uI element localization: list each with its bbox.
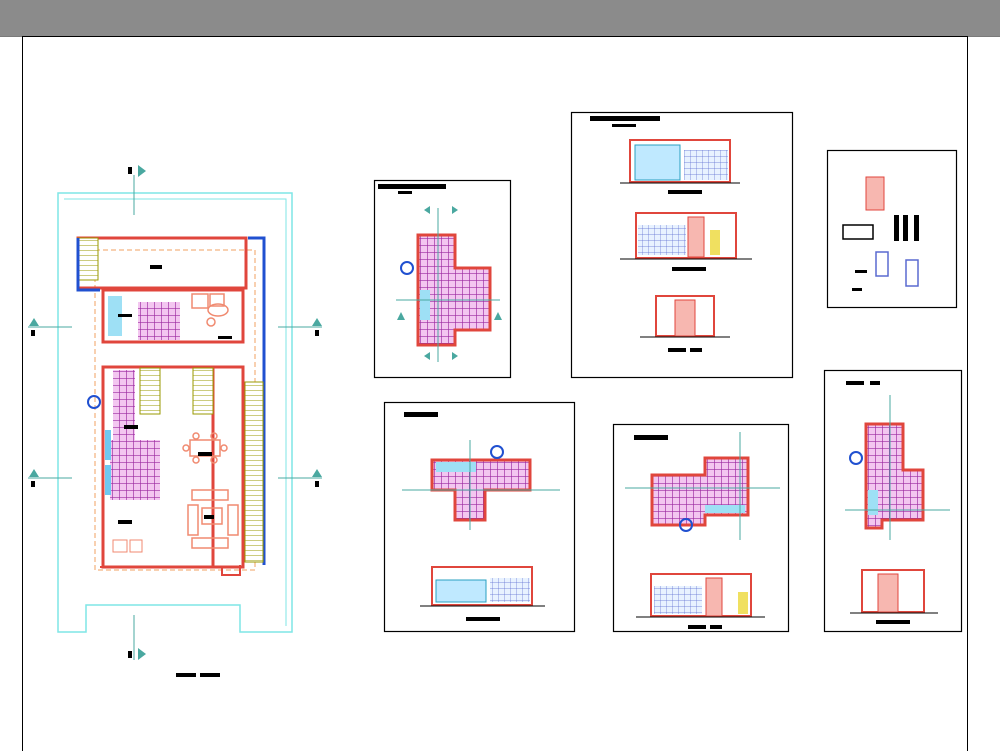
detail-panel-4: [383, 401, 576, 633]
main-floor-plan: [28, 165, 322, 677]
north-marker-icon: [87, 395, 101, 409]
details-panel: [826, 149, 958, 309]
elevations-panel: [570, 111, 794, 379]
detail-panel-5: [612, 423, 790, 633]
drawing-sheet: [22, 36, 968, 751]
detail-panel-6: [823, 369, 963, 633]
dining-table: [182, 432, 228, 464]
site-outline: [57, 192, 293, 633]
living-sofa: [187, 489, 239, 549]
section-arrow-icon: [29, 165, 322, 660]
detail-panel-1: [373, 179, 512, 379]
